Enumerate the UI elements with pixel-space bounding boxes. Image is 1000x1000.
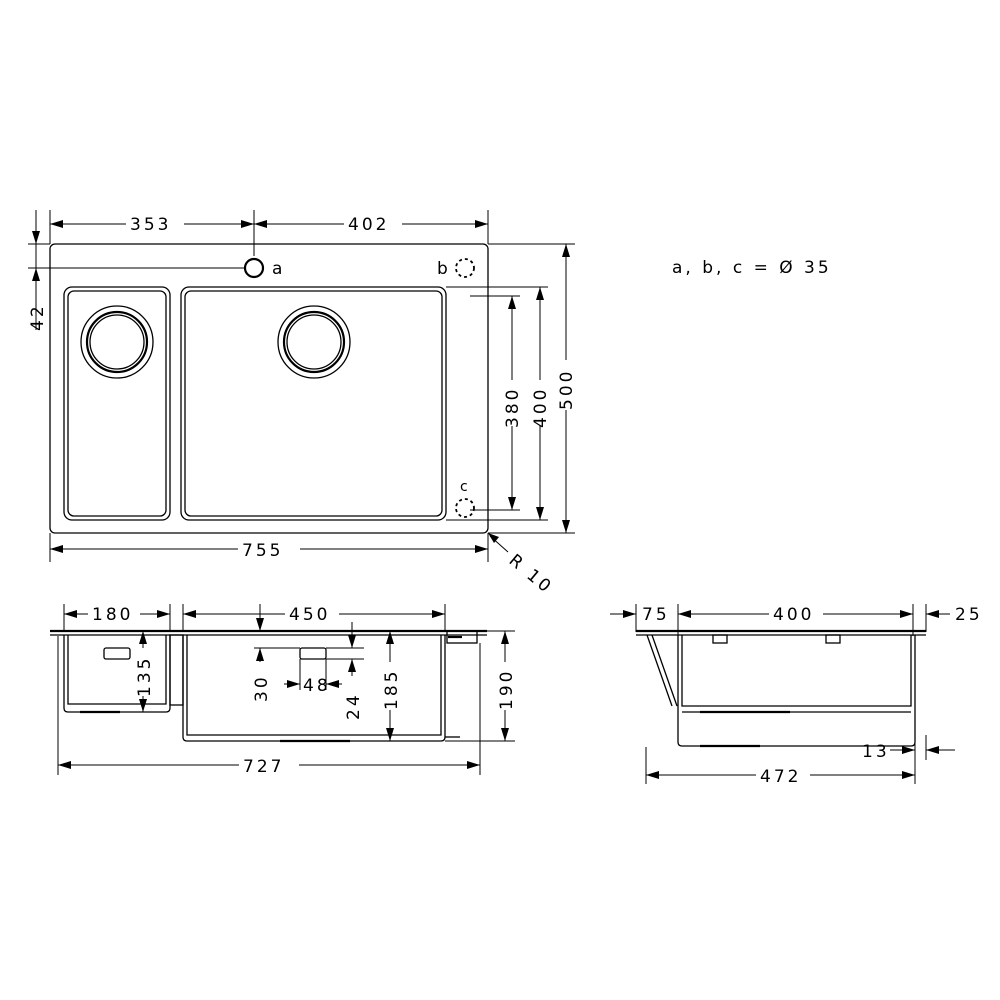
dim-755: 755 — [242, 541, 283, 561]
dim-42: 42 — [28, 303, 48, 331]
dim-353: 353 — [130, 215, 171, 235]
front-view: 180 450 135 30 48 — [50, 604, 517, 777]
dim-30: 30 — [252, 674, 272, 702]
side-view: 75 400 25 13 472 — [610, 604, 983, 787]
label-a: a — [272, 259, 285, 279]
label-b: b — [437, 259, 451, 279]
dim-180: 180 — [92, 605, 133, 625]
large-bowl — [180, 286, 447, 521]
dim-400: 400 — [531, 387, 551, 428]
drain-large-bowl — [277, 305, 351, 379]
dim-48: 48 — [303, 676, 331, 696]
hole-diameter-legend: a, b, c = Ø 35 — [672, 258, 832, 278]
side-bowl-section — [677, 635, 916, 747]
dim-400-side: 400 — [773, 605, 814, 625]
dim-135: 135 — [135, 656, 155, 697]
dim-450: 450 — [289, 605, 330, 625]
sink-outline — [49, 243, 489, 534]
dim-24: 24 — [344, 692, 364, 720]
top-view: a b c 353 402 42 380 — [28, 210, 577, 599]
tap-hole-b — [455, 258, 475, 278]
dim-380: 380 — [503, 387, 523, 428]
small-bowl — [63, 286, 171, 521]
dim-13: 13 — [862, 742, 890, 762]
tap-hole-a — [243, 257, 265, 279]
dim-r10: R 10 — [505, 551, 557, 599]
large-bowl-inner — [184, 290, 443, 517]
dim-472: 472 — [760, 767, 801, 787]
dim-500: 500 — [557, 369, 577, 410]
overflow-small — [103, 647, 131, 660]
overflow-large — [299, 647, 327, 660]
dim-190: 190 — [497, 669, 517, 710]
dim-185: 185 — [382, 669, 402, 710]
dim-75: 75 — [642, 605, 670, 625]
drain-small-bowl — [80, 305, 154, 379]
tap-hole-c — [455, 498, 475, 518]
small-bowl-inner — [67, 290, 167, 517]
dim-727: 727 — [243, 757, 284, 777]
label-c: c — [460, 479, 471, 495]
dim-25: 25 — [955, 605, 983, 625]
dim-402: 402 — [348, 215, 389, 235]
